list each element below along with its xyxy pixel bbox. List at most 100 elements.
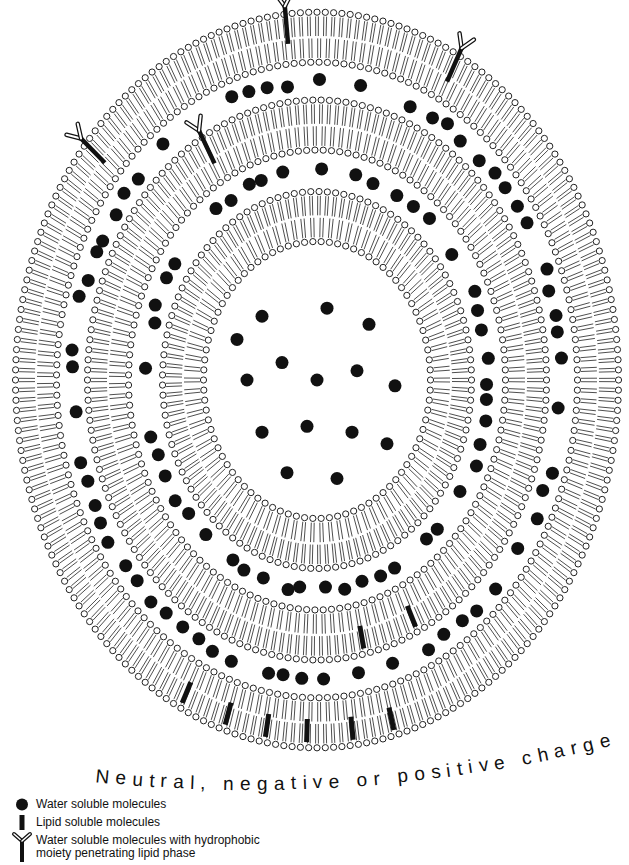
lipid-head	[322, 745, 328, 751]
lipid-head	[326, 515, 332, 521]
legend-y-arm	[22, 834, 30, 841]
lipid-head	[385, 590, 391, 596]
lipid-head	[136, 302, 142, 308]
lipid-head	[185, 44, 191, 50]
water-soluble-dot	[422, 643, 435, 656]
lipid-head	[240, 20, 246, 26]
lipid-head	[333, 564, 339, 570]
lipid-head	[198, 502, 204, 508]
water-soluble-dot	[117, 187, 130, 200]
label-glyph: e	[597, 729, 613, 753]
lipid-head	[559, 268, 565, 274]
lipid-head	[197, 557, 203, 563]
water-soluble-dot	[66, 360, 79, 373]
lipid-head	[35, 238, 41, 244]
lipid-head	[13, 367, 19, 373]
water-soluble-dot	[441, 117, 454, 130]
lipid-head	[434, 200, 440, 206]
water-soluble-dot	[282, 583, 295, 596]
lipid-head	[530, 633, 536, 639]
lipid-head	[293, 98, 299, 104]
lipid-head	[92, 307, 98, 313]
lipid-head	[583, 211, 589, 217]
lipid-head	[54, 402, 60, 408]
lipid-head	[308, 695, 314, 701]
legend-text: Water soluble molecules	[36, 798, 291, 811]
lipid-head	[203, 347, 209, 353]
lipid-head	[462, 164, 468, 170]
lipid-head	[347, 742, 353, 748]
lipid-head	[299, 694, 305, 700]
lipid-head	[541, 618, 547, 624]
water-soluble-dot	[471, 304, 484, 317]
lipid-head	[256, 738, 262, 744]
lipid-head	[531, 287, 537, 293]
lipid-head	[443, 609, 449, 615]
water-soluble-dot	[454, 135, 467, 148]
lipid-head	[337, 149, 343, 155]
lipid-head	[299, 565, 305, 571]
water-soluble-dot	[388, 562, 401, 575]
water-soluble-dot	[313, 73, 326, 86]
lipid-head	[499, 337, 505, 343]
lipid-head	[561, 477, 567, 483]
lipid-head	[501, 216, 507, 222]
lipid-head	[256, 16, 262, 22]
lipid-head	[71, 159, 77, 165]
y-molecule-arm-inner	[462, 40, 474, 49]
legend-y-stem	[20, 841, 24, 862]
lipid-head	[84, 377, 90, 383]
lipid-head	[283, 192, 289, 198]
lipid-head	[53, 561, 59, 567]
lipid-head	[122, 661, 128, 667]
lipid-head	[400, 582, 406, 588]
lipid-head	[542, 407, 548, 413]
lipid-head	[339, 743, 345, 749]
lipid-head	[77, 244, 83, 250]
lipid-head	[427, 36, 433, 42]
lipid-head	[310, 239, 316, 245]
lipid-head	[127, 352, 133, 358]
water-soluble-dot	[355, 575, 368, 588]
lipid-head	[538, 317, 544, 323]
water-soluble-dot	[101, 536, 114, 549]
lipid-head	[373, 259, 379, 265]
lipid-head	[237, 641, 243, 647]
water-soluble-dot	[352, 666, 365, 679]
water-soluble-dot	[363, 318, 376, 331]
lipid-head	[258, 66, 264, 72]
lipid-head	[85, 367, 91, 373]
lipid-head	[49, 552, 55, 558]
lipid-head	[446, 540, 452, 546]
lipid-head	[206, 130, 212, 136]
lipid-head	[197, 197, 203, 203]
lipid-head	[110, 106, 116, 112]
lipid-head	[472, 501, 478, 507]
lipid-head	[232, 170, 238, 176]
lipid-head	[275, 195, 281, 201]
lipid-head	[415, 234, 421, 240]
lipid-head	[392, 168, 398, 174]
lipid-head	[89, 217, 95, 223]
lipid-head	[310, 657, 316, 663]
label-glyph: i	[302, 772, 307, 794]
lipid-head	[178, 151, 184, 157]
lipid-head	[210, 569, 216, 575]
lipid-head	[192, 140, 198, 146]
lipid-head	[443, 710, 449, 716]
lipid-head	[301, 515, 307, 521]
lipid-head	[451, 289, 457, 295]
lipid-head	[210, 185, 216, 191]
lipid-head	[404, 26, 410, 32]
lipid-head	[85, 387, 91, 393]
lipid-head	[316, 188, 322, 194]
lipid-head	[219, 453, 225, 459]
lipid-head	[477, 493, 483, 499]
lipid-head	[175, 460, 181, 466]
lipid-head	[147, 569, 153, 575]
lipid-head	[102, 269, 108, 275]
water-soluble-dot	[542, 284, 555, 297]
lipid-head	[32, 506, 38, 512]
lipid-head	[102, 562, 108, 568]
lipid-head	[193, 714, 199, 720]
